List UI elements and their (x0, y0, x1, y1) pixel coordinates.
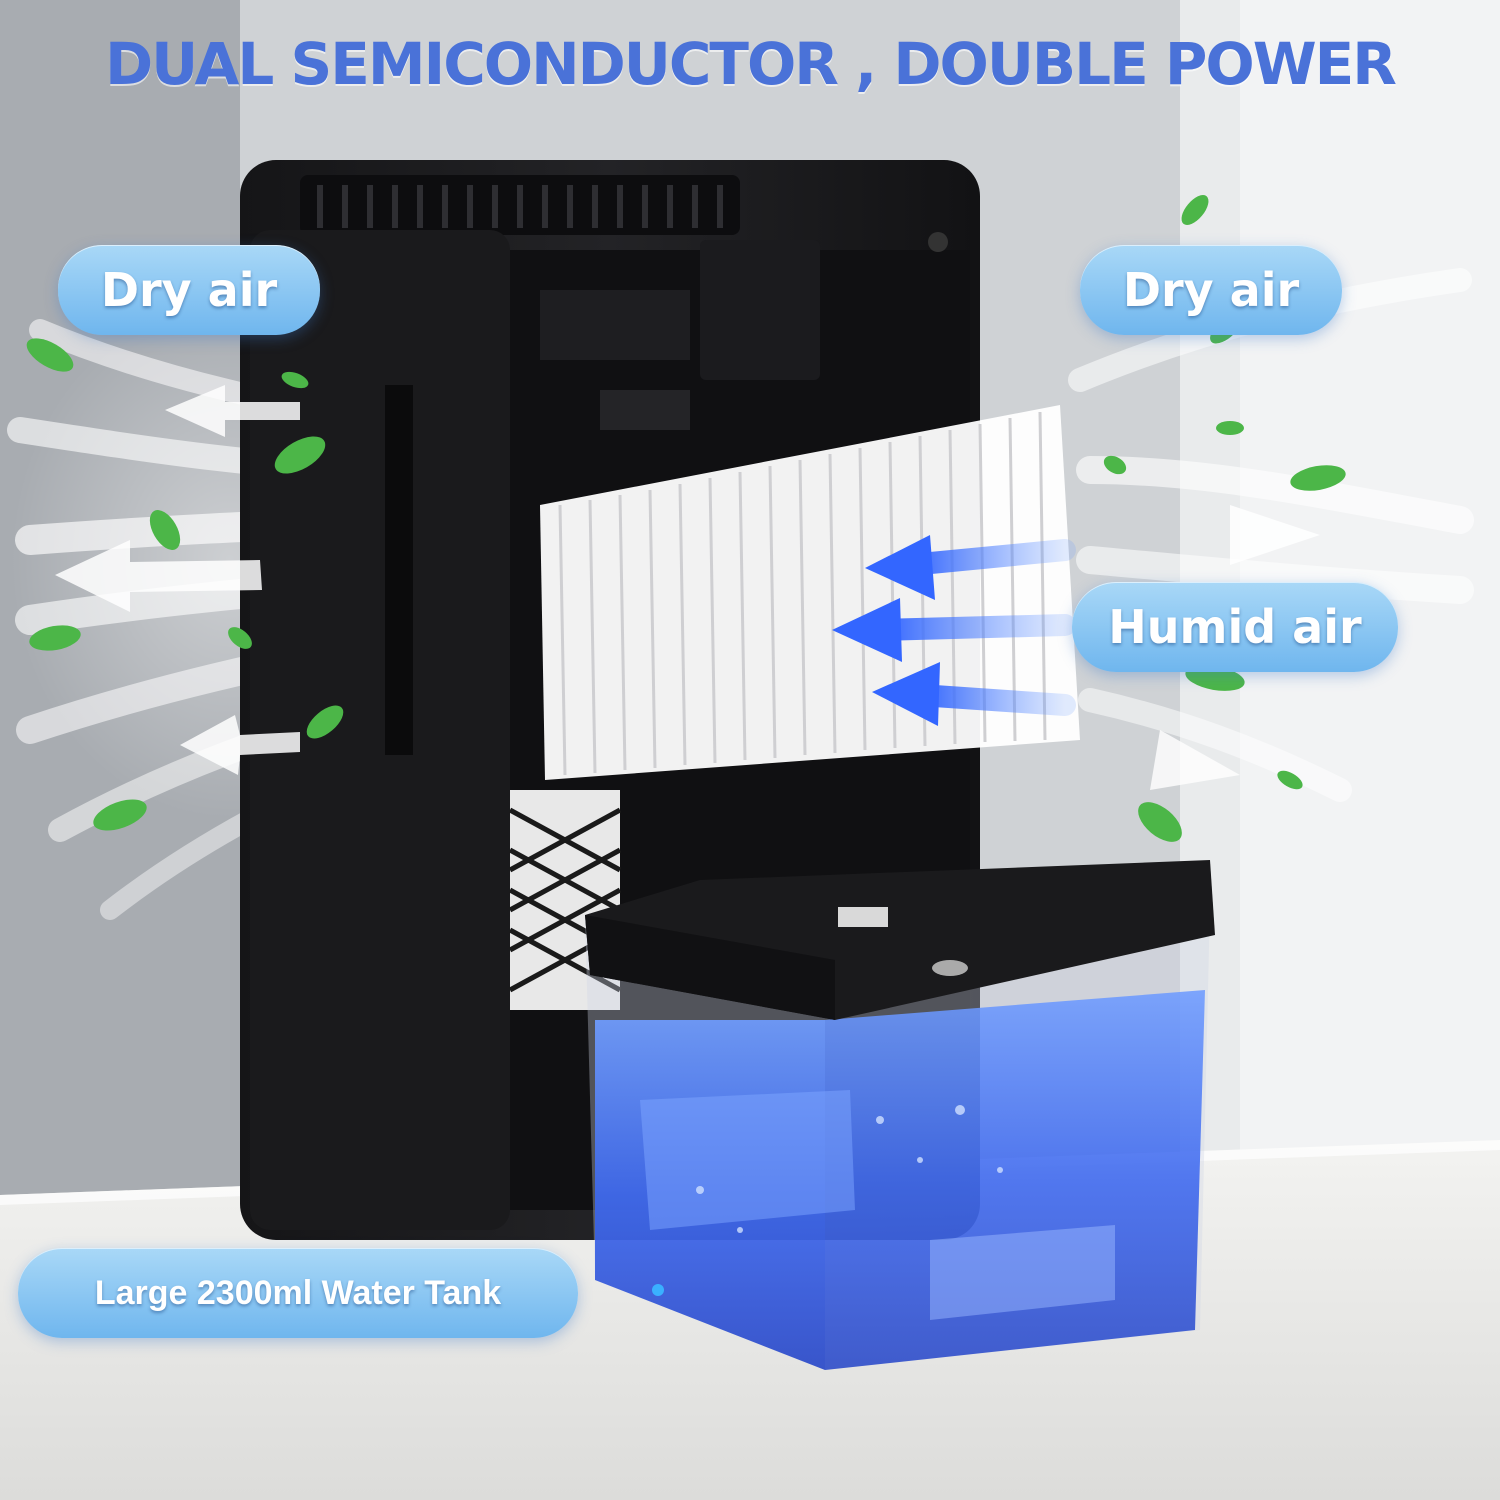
dry-air-label-left: Dry air (58, 245, 320, 335)
dry-air-arrows-left (55, 385, 300, 775)
water-tank-label: Large 2300ml Water Tank (18, 1248, 578, 1338)
water-tank (585, 860, 1215, 1370)
dry-air-label-right: Dry air (1080, 245, 1342, 335)
headline: DUAL SEMICONDUCTOR , DOUBLE POWER (105, 30, 1397, 98)
humid-air-label: Humid air (1072, 582, 1398, 672)
humid-air-arrows (832, 535, 1076, 726)
